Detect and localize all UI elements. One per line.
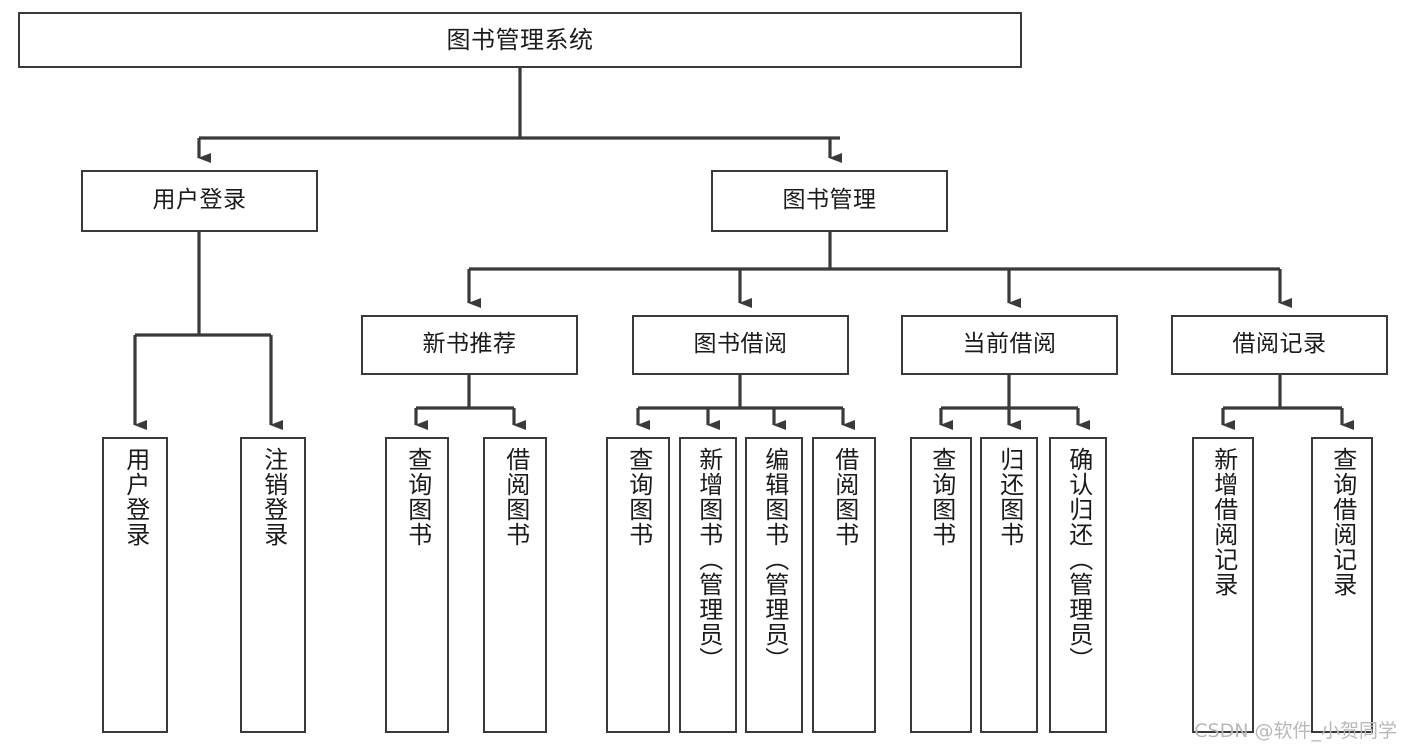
node-book-borrow[interactable]: 图书借阅 <box>632 315 849 375</box>
node-leaf-confirm-return-label: 确认归还（管理员） <box>1064 447 1093 672</box>
node-leaf-borrow-book-2[interactable]: 借阅图书 <box>812 437 876 733</box>
node-leaf-query-book-1[interactable]: 查询图书 <box>385 437 449 733</box>
node-leaf-user-logout[interactable]: 注销登录 <box>240 437 306 733</box>
node-leaf-confirm-return[interactable]: 确认归还（管理员） <box>1049 437 1107 733</box>
node-leaf-add-book[interactable]: 新增图书（管理员） <box>679 437 737 733</box>
node-leaf-query-book-3[interactable]: 查询图书 <box>910 437 972 733</box>
node-leaf-edit-book-label: 编辑图书（管理员） <box>760 447 789 672</box>
node-leaf-query-book-2-label: 查询图书 <box>624 447 653 547</box>
csdn-watermark: CSDN @软件_小贺同学 <box>1194 720 1397 742</box>
node-book-manage-label: 图书管理 <box>782 187 877 214</box>
node-leaf-query-book-2[interactable]: 查询图书 <box>606 437 670 733</box>
node-leaf-add-book-label: 新增图书（管理员） <box>694 447 723 672</box>
node-leaf-query-book-1-label: 查询图书 <box>403 447 432 547</box>
node-leaf-borrow-book-2-label: 借阅图书 <box>830 447 859 547</box>
node-book-manage[interactable]: 图书管理 <box>711 170 948 232</box>
node-user-login[interactable]: 用户登录 <box>81 170 318 232</box>
node-current-borrow-label: 当前借阅 <box>962 331 1057 358</box>
node-root-label: 图书管理系统 <box>446 25 594 54</box>
node-borrow-record[interactable]: 借阅记录 <box>1171 315 1388 375</box>
node-new-book-rec[interactable]: 新书推荐 <box>361 315 578 375</box>
node-leaf-user-logout-label: 注销登录 <box>259 447 288 547</box>
node-leaf-query-book-3-label: 查询图书 <box>927 447 956 547</box>
node-current-borrow[interactable]: 当前借阅 <box>901 315 1118 375</box>
node-leaf-add-record[interactable]: 新增借阅记录 <box>1192 437 1254 733</box>
node-user-login-label: 用户登录 <box>152 187 247 214</box>
node-leaf-borrow-book-1[interactable]: 借阅图书 <box>483 437 547 733</box>
node-leaf-add-record-label: 新增借阅记录 <box>1209 447 1238 597</box>
node-leaf-return-book[interactable]: 归还图书 <box>980 437 1038 733</box>
node-leaf-query-record[interactable]: 查询借阅记录 <box>1311 437 1373 733</box>
node-leaf-user-login[interactable]: 用户登录 <box>102 437 168 733</box>
node-leaf-query-record-label: 查询借阅记录 <box>1328 447 1357 597</box>
node-leaf-edit-book[interactable]: 编辑图书（管理员） <box>745 437 803 733</box>
node-borrow-record-label: 借阅记录 <box>1232 331 1327 358</box>
node-leaf-return-book-label: 归还图书 <box>995 447 1024 547</box>
node-new-book-rec-label: 新书推荐 <box>422 331 517 358</box>
node-root[interactable]: 图书管理系统 <box>18 12 1022 68</box>
node-leaf-user-login-label: 用户登录 <box>121 447 150 547</box>
node-book-borrow-label: 图书借阅 <box>693 331 788 358</box>
node-leaf-borrow-book-1-label: 借阅图书 <box>501 447 530 547</box>
